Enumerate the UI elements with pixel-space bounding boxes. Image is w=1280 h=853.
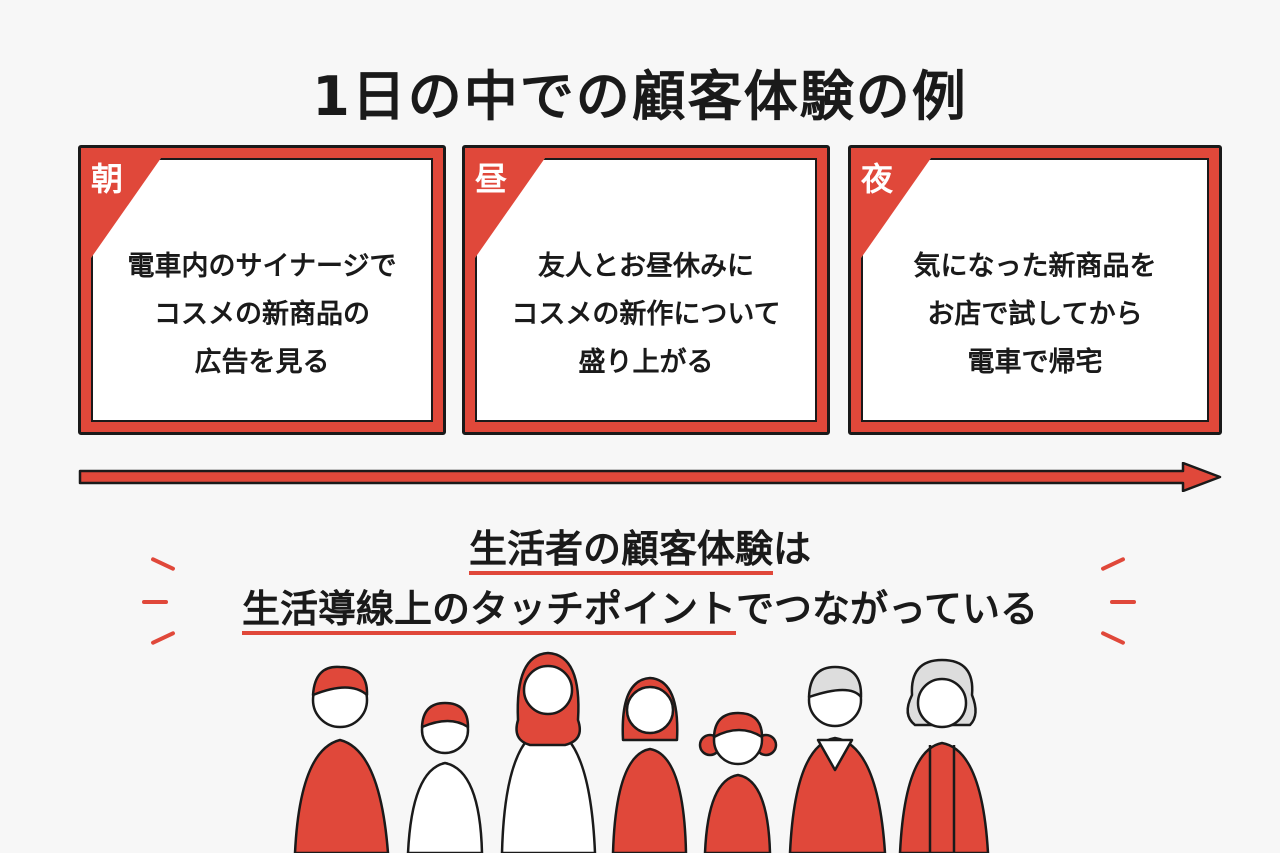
people-illustration	[293, 651, 990, 853]
card-text: 友人とお昼休みに コスメの新作について 盛り上がる	[511, 251, 781, 378]
person-girl-icon	[611, 676, 688, 853]
person-boy-icon	[406, 701, 484, 853]
emphasis-mark	[1110, 600, 1136, 604]
card-text: 気になった新商品を お店で試してから 電車で帰宅	[913, 251, 1157, 378]
person-woman-icon	[500, 651, 597, 853]
subtitle-line-2: 生活導線上のタッチポイントでつながっている	[0, 578, 1280, 635]
card-night: 夜 気になった新商品を お店で試してから 電車で帰宅	[848, 145, 1222, 435]
subtitle-line-1: 生活者の顧客体験は	[0, 518, 1280, 575]
person-man-icon	[293, 665, 390, 853]
timeline-arrow-icon	[78, 462, 1222, 492]
card-morning: 朝 電車内のサイナージで コスメの新商品の 広告を見る	[78, 145, 446, 435]
emphasis-mark	[142, 600, 168, 604]
card-label: 夜	[861, 160, 894, 198]
person-grandmother-icon	[898, 658, 990, 853]
person-child-girl-icon	[698, 711, 778, 853]
person-grandfather-icon	[788, 665, 887, 853]
page-title: 1日の中での顧客体験の例	[312, 65, 968, 128]
card-text: 電車内のサイナージで コスメの新商品の 広告を見る	[127, 251, 397, 378]
card-label: 朝	[91, 160, 124, 198]
card-noon: 昼 友人とお昼休みに コスメの新作について 盛り上がる	[462, 145, 830, 435]
card-label: 昼	[475, 160, 508, 198]
